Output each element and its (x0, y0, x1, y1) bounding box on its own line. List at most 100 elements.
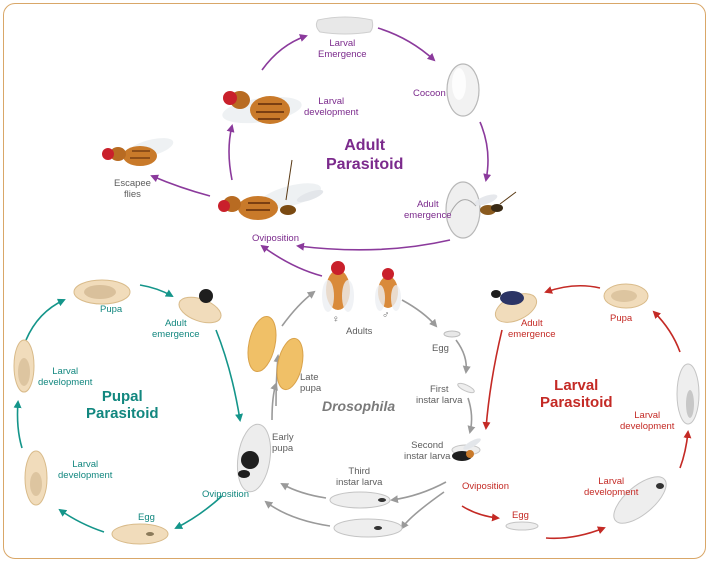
pupal-pupa-label: Pupa (100, 304, 123, 315)
pupal-egg-label: Egg (138, 512, 155, 523)
arrow-dev-a-to-pupa (25, 298, 66, 341)
late-pupa-image-b (276, 337, 304, 391)
pupal-oviposition-label: Oviposition (202, 489, 249, 500)
arrow-third-b-to-early-pupa (264, 500, 331, 527)
escapee-line1: Escapee (114, 178, 151, 189)
larval-dev-b-line1: Larval (598, 476, 625, 487)
arrow-early-to-late-b (273, 354, 282, 407)
arrow-dev-b-to-dev-a (679, 430, 692, 469)
arrow-emergence-to-oviposition (482, 329, 503, 430)
escapee-line2: flies (124, 189, 141, 200)
larval-oviposition-label: Oviposition (462, 481, 509, 492)
female-symbol: ♀ (332, 314, 340, 325)
pupal-emergence-line2: emergence (152, 329, 200, 340)
pupal-cycle-egg-image (111, 523, 169, 545)
arrow-dev-to-emergence (261, 34, 308, 71)
arrow-early-to-late (270, 382, 278, 421)
third-instar-line1: Third (348, 466, 371, 477)
adult-oviposition-label: Oviposition (252, 233, 299, 244)
first-instar-line1: First (430, 384, 449, 395)
larval-larval-development-b-label: Larval development (584, 476, 638, 498)
larval-larval-development-a-label: Larval development (620, 410, 674, 432)
arrow-oviposition-to-egg (461, 505, 500, 522)
pupal-larval-development-b-label: Larval development (58, 459, 112, 481)
drosophila-images (236, 261, 481, 538)
third-instar-image-b (333, 518, 403, 538)
arrow-emergence-to-early-pupa (215, 329, 244, 422)
adult-parasitoid-title: Adult Parasitoid (326, 136, 403, 174)
arrow-emergence-to-cocoon (377, 27, 436, 62)
escapee-fly-image (102, 138, 174, 166)
emerging-wasp-image (474, 191, 517, 215)
third-instar-line2: instar larva (336, 477, 383, 488)
early-pupa-image (236, 423, 272, 493)
larval-emergence-line1: Adult (520, 318, 543, 329)
male-adult-fly-image (375, 268, 401, 311)
adult-emergence-label-top: Adult emergence (404, 199, 452, 221)
parasitized-fly-image (218, 159, 324, 220)
larval-dev-b-line2: development (584, 487, 639, 498)
arrow-oviposition-to-dev (226, 124, 235, 181)
pupal-dev-a-line2: development (38, 377, 93, 388)
arrow-pupa-to-emergence (544, 284, 601, 294)
diagram-frame (3, 3, 706, 559)
arrow-first-to-second (467, 397, 476, 434)
second-instar-wasp-image (452, 438, 481, 461)
larval-cycle-images (491, 283, 700, 531)
larval-title-line1: Larval (554, 377, 599, 394)
adult-emergence-top-line2: emergence (404, 210, 452, 221)
adult-larval-dev-line2: development (304, 107, 359, 118)
arrow-egg-to-first (455, 339, 471, 374)
first-instar-label: First instar larva (416, 384, 462, 406)
arrow-second-to-third-b (400, 491, 445, 530)
arrow-second-to-third (390, 481, 447, 504)
pupal-larval-development-a-label: Larval development (38, 366, 92, 388)
arrow-adults-to-egg (401, 299, 438, 328)
first-instar-image (457, 382, 475, 394)
pupal-dev-b-line2: development (58, 470, 113, 481)
larval-egg-label: Egg (512, 510, 529, 521)
late-pupa-line1: Late (300, 372, 319, 383)
adult-larval-development-label: Larval development (304, 96, 358, 118)
arrow-dev-a-to-pupa (652, 310, 681, 353)
adults-label: Adults (346, 326, 373, 337)
pupal-title-line1: Pupal (101, 388, 143, 405)
larval-parasitoid-title: Larval Parasitoid (540, 377, 613, 411)
adult-parasitoid-arrows (150, 27, 492, 277)
second-instar-line2: instar larva (404, 451, 451, 462)
pupal-parasitoid-title: Pupal Parasitoid (86, 388, 159, 422)
adult-title-line2: Parasitoid (326, 156, 404, 173)
pupal-dev-b-line1: Larval (72, 459, 99, 470)
larval-cycle-emergence-image (491, 290, 538, 323)
larval-emergence-line1: Larval (329, 38, 356, 49)
larval-dev-a-line2: development (620, 421, 675, 432)
arrow-pupa-to-emergence (139, 284, 174, 297)
pupal-cycle-images (13, 279, 222, 545)
fly-larval-development-image (222, 91, 302, 124)
adult-larval-dev-line1: Larval (318, 96, 345, 107)
emerged-larva-image (315, 16, 374, 35)
late-pupa-label: Late pupa (300, 372, 321, 394)
second-instar-label: Second instar larva (404, 440, 450, 462)
female-adult-fly-image (322, 261, 354, 312)
pupal-parasitoid-arrows (13, 284, 244, 533)
larval-cycle-dev-b-image (613, 476, 667, 524)
larval-parasitoid-arrows (461, 284, 692, 540)
adult-title-line1: Adult (344, 137, 386, 154)
larval-pupa-label: Pupa (610, 313, 633, 324)
male-symbol: ♂ (382, 310, 390, 321)
second-instar-line1: Second (411, 440, 444, 451)
larval-title-line2: Parasitoid (540, 394, 613, 411)
early-pupa-line1: Early (272, 432, 294, 443)
late-pupa-line2: pupa (300, 383, 322, 394)
early-pupa-line2: pupa (272, 443, 294, 454)
drosophila-arrows (264, 290, 476, 530)
arrow-egg-to-dev-b (58, 508, 105, 533)
escapee-flies-label: Escapee flies (114, 178, 151, 200)
cocoon-label: Cocoon (413, 88, 446, 99)
arrow-cocoon-to-adult (479, 121, 492, 182)
first-instar-line2: instar larva (416, 395, 463, 406)
pupal-emergence-line1: Adult (164, 318, 187, 329)
larval-emergence-line2: emergence (508, 329, 556, 340)
